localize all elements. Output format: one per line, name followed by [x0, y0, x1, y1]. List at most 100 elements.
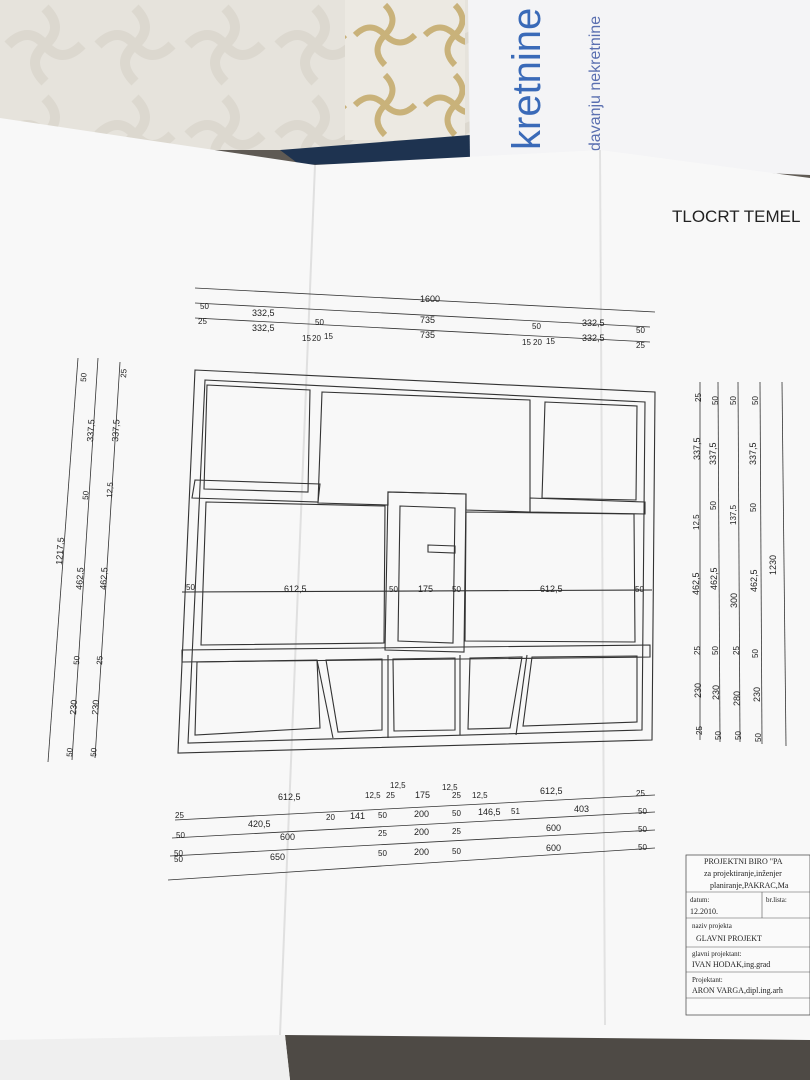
- dim-right-c-5: 50: [734, 731, 743, 740]
- stamp-bureau-name: PROJEKTNI BIRO "PA: [704, 857, 783, 866]
- dim-bot-r3-2: 25: [378, 829, 387, 838]
- dim-top-r1-b: 332,5: [252, 308, 275, 318]
- dim-bot-r2-5: 200: [414, 809, 429, 819]
- dim-left-in-0: 25: [119, 368, 129, 378]
- dim-top-r2-a: 25: [198, 317, 207, 326]
- folder-subtitle-text: edavanju nekretnine: [587, 16, 604, 160]
- dim-top-overall: 1600: [420, 294, 440, 304]
- dim-bot-r1-10: 25: [636, 789, 645, 798]
- dim-center-e: 50: [452, 585, 461, 594]
- folder-title-text: kretnine: [505, 8, 549, 150]
- dim-bot-r1-1: 612,5: [278, 792, 301, 802]
- dim-bot-r2-3: 141: [350, 811, 365, 821]
- document-folder: [468, 0, 810, 175]
- dim-right-d-0: 50: [751, 396, 760, 405]
- dim-left-mid-2: 50: [81, 490, 91, 500]
- dim-left-in-3: 462,5: [98, 567, 110, 590]
- dim-bot-r3-6: 50: [638, 825, 647, 834]
- bottom-dimension-lines: [167, 794, 656, 881]
- dim-left-in-4: 25: [95, 655, 105, 665]
- dim-right-a-1: 337,5: [692, 437, 702, 460]
- dim-right-b-2: 50: [709, 501, 718, 510]
- foundation-plan: [177, 369, 656, 754]
- dim-center-a: 50: [186, 583, 195, 592]
- dim-left-mid-5: 230: [68, 699, 79, 715]
- dim-bot-r4-2: 50: [378, 849, 387, 858]
- dim-left-overall: 1217,5: [54, 537, 66, 565]
- dim-right-d-1: 337,5: [748, 442, 758, 465]
- right-dimension-lines: [699, 381, 787, 747]
- dim-bot-r2-8: 51: [511, 807, 520, 816]
- stamp-date-label: datum:: [690, 896, 709, 904]
- dim-top-r2-h: 20: [533, 338, 542, 347]
- dim-bot-r2-4: 50: [378, 811, 387, 820]
- dim-right-a-6: 25: [695, 726, 704, 735]
- dim-bot-r1-5: 175: [415, 790, 430, 800]
- dim-center-g: 50: [635, 585, 644, 594]
- sheet-lower-left: [0, 1035, 290, 1080]
- dim-right-d-5: 230: [752, 687, 762, 702]
- dim-right-c-1: 137,5: [729, 504, 738, 525]
- dim-right-c-4: 280: [732, 691, 742, 706]
- dim-right-d-6: 50: [754, 733, 763, 742]
- dim-top-r2-c: 15: [302, 334, 311, 343]
- dim-bot-r3-1: 600: [280, 832, 295, 842]
- dim-bot-r4-5: 600: [546, 843, 561, 853]
- dim-top-r2-d: 20: [312, 334, 321, 343]
- dim-center-b: 612,5: [284, 584, 307, 594]
- dim-bot-r2-6: 50: [452, 809, 461, 818]
- dim-top-r1-d: 735: [420, 315, 435, 325]
- dim-bot-r4-4: 50: [452, 847, 461, 856]
- sheet-fold-right: [599, 149, 606, 1026]
- plan-sheet: [0, 118, 810, 1080]
- dim-right-a-2: 12,5: [692, 514, 701, 530]
- dim-bot-r2-2: 20: [326, 813, 335, 822]
- dim-top-r2-k: 25: [636, 341, 645, 350]
- stamp-project-value: GLAVNI PROJEKT: [696, 934, 762, 943]
- dim-top-r1-f: 332,5: [582, 318, 605, 328]
- dim-bot-r3-5: 600: [546, 823, 561, 833]
- dim-top-r1-a: 50: [200, 302, 209, 311]
- dim-left-mid-4: 50: [72, 655, 82, 665]
- stamp-sheet-label: br.lista:: [766, 896, 787, 904]
- dim-bot-r4-3: 200: [414, 847, 429, 857]
- dim-right-b-1: 337,5: [708, 442, 718, 465]
- dim-bot-r2-9: 403: [574, 804, 589, 814]
- stamp-designer-value: ARON VARGA,dipl.ing.arh: [692, 986, 783, 995]
- dim-right-a-5: 230: [693, 683, 703, 698]
- sheet-fold: [279, 164, 316, 1036]
- dim-left-in-6: 50: [89, 747, 99, 757]
- drawing-title: TLOCRT TEMEL: [672, 207, 800, 226]
- dim-right-d-3: 462,5: [749, 569, 759, 592]
- title-block: [685, 854, 810, 1016]
- top-dimensions: [194, 287, 656, 343]
- dim-bot-r2-1: 420,5: [248, 819, 271, 829]
- dim-top-r2-g: 15: [522, 338, 531, 347]
- dim-bot-r4-6: 50: [638, 843, 647, 852]
- dim-bot-r2-0: 50: [176, 831, 185, 840]
- dim-right-b-6: 50: [714, 731, 723, 740]
- dim-center-f: 612,5: [540, 584, 563, 594]
- dim-right-d-2: 50: [749, 503, 758, 512]
- dim-top-r2-j: 332,5: [582, 333, 605, 343]
- dim-bot-r2-10: 50: [638, 807, 647, 816]
- dim-top-r1-g: 50: [636, 326, 645, 335]
- dim-right-overall: 1230: [768, 555, 778, 575]
- dim-right-b-0: 50: [711, 396, 720, 405]
- dim-left-in-5: 230: [90, 699, 101, 715]
- stamp-project-label: naziv projekta: [692, 922, 733, 930]
- dim-right-a-0: 25: [694, 393, 703, 402]
- dim-bot-r3-4: 25: [452, 827, 461, 836]
- dim-top-r2-b: 332,5: [252, 323, 275, 333]
- dim-bot-r3-0: 50: [174, 849, 183, 858]
- dim-bot-r1-7: 25: [452, 791, 461, 800]
- dim-right-b-3: 462,5: [709, 567, 719, 590]
- stamp-bureau-line3: planiranje,PAKRAC,Ma: [710, 881, 789, 890]
- sheet-shadow: [285, 1035, 810, 1080]
- dim-right-d-4: 50: [751, 649, 760, 658]
- left-dimension-lines: [47, 357, 121, 763]
- stamp-chief-label: glavni projektant:: [692, 950, 742, 958]
- dim-top-r1-e: 50: [532, 322, 541, 331]
- stamp-designer-label: Projektant:: [692, 976, 723, 984]
